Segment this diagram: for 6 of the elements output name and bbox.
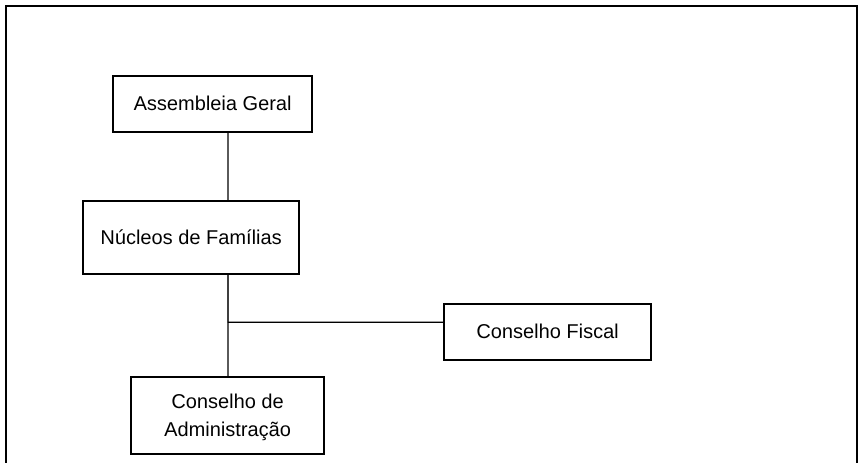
org-box: Conselho de Administração <box>130 376 325 455</box>
org-box: Assembleia Geral <box>112 75 313 133</box>
connector-line <box>227 133 229 200</box>
org-box: Conselho Fiscal <box>443 303 652 361</box>
connector-line <box>227 275 443 323</box>
org-box: Núcleos de Famílias <box>82 200 300 275</box>
